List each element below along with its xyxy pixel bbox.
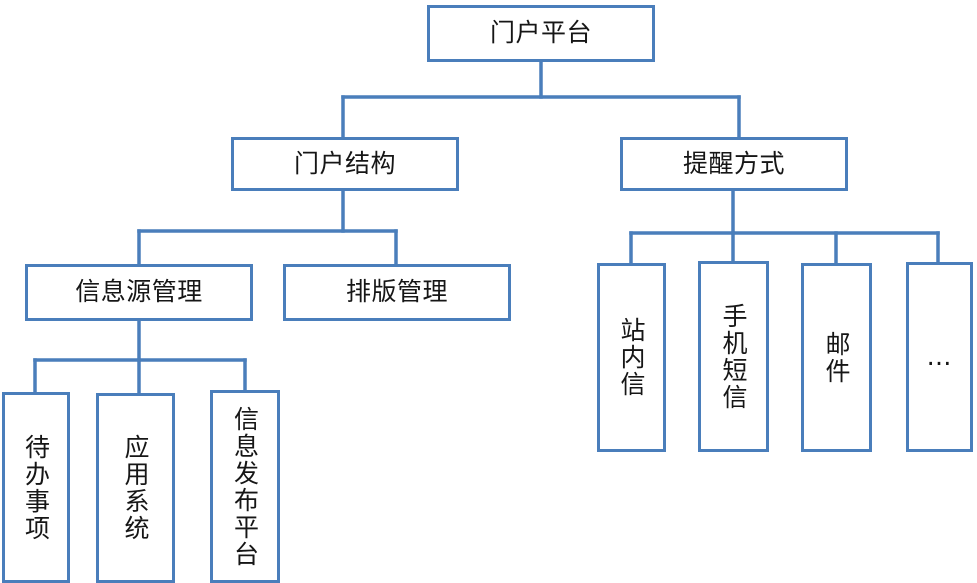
node-layout-management[interactable]: 排版管理 [283, 264, 511, 321]
node-label: … [926, 341, 953, 371]
node-sms[interactable]: 手机短信 [698, 261, 769, 452]
node-label: 提醒方式 [682, 148, 785, 178]
node-label: 站内信 [617, 317, 646, 398]
node-todo-items[interactable]: 待办事项 [2, 392, 70, 583]
node-info-publishing-platform[interactable]: 信息发布平台 [210, 390, 280, 583]
node-label: 排版管理 [345, 277, 448, 307]
node-label: 门户平台 [489, 18, 592, 48]
node-label: 待办事项 [21, 433, 51, 542]
node-label: 信息发布平台 [230, 405, 260, 568]
node-internal-message[interactable]: 站内信 [597, 263, 666, 452]
node-info-source-management[interactable]: 信息源管理 [25, 264, 253, 321]
node-portal-structure[interactable]: 门户结构 [231, 137, 459, 191]
node-portal-platform[interactable]: 门户平台 [427, 5, 655, 62]
node-label: 信息源管理 [75, 277, 203, 307]
node-label: 手机短信 [719, 302, 748, 411]
node-email[interactable]: 邮件 [801, 263, 872, 452]
node-application-system[interactable]: 应用系统 [96, 393, 175, 583]
node-reminder-method[interactable]: 提醒方式 [620, 137, 848, 191]
node-more[interactable]: … [906, 262, 973, 452]
node-label: 邮件 [822, 330, 851, 385]
node-label: 门户结构 [293, 148, 396, 178]
node-label: 应用系统 [121, 434, 150, 542]
